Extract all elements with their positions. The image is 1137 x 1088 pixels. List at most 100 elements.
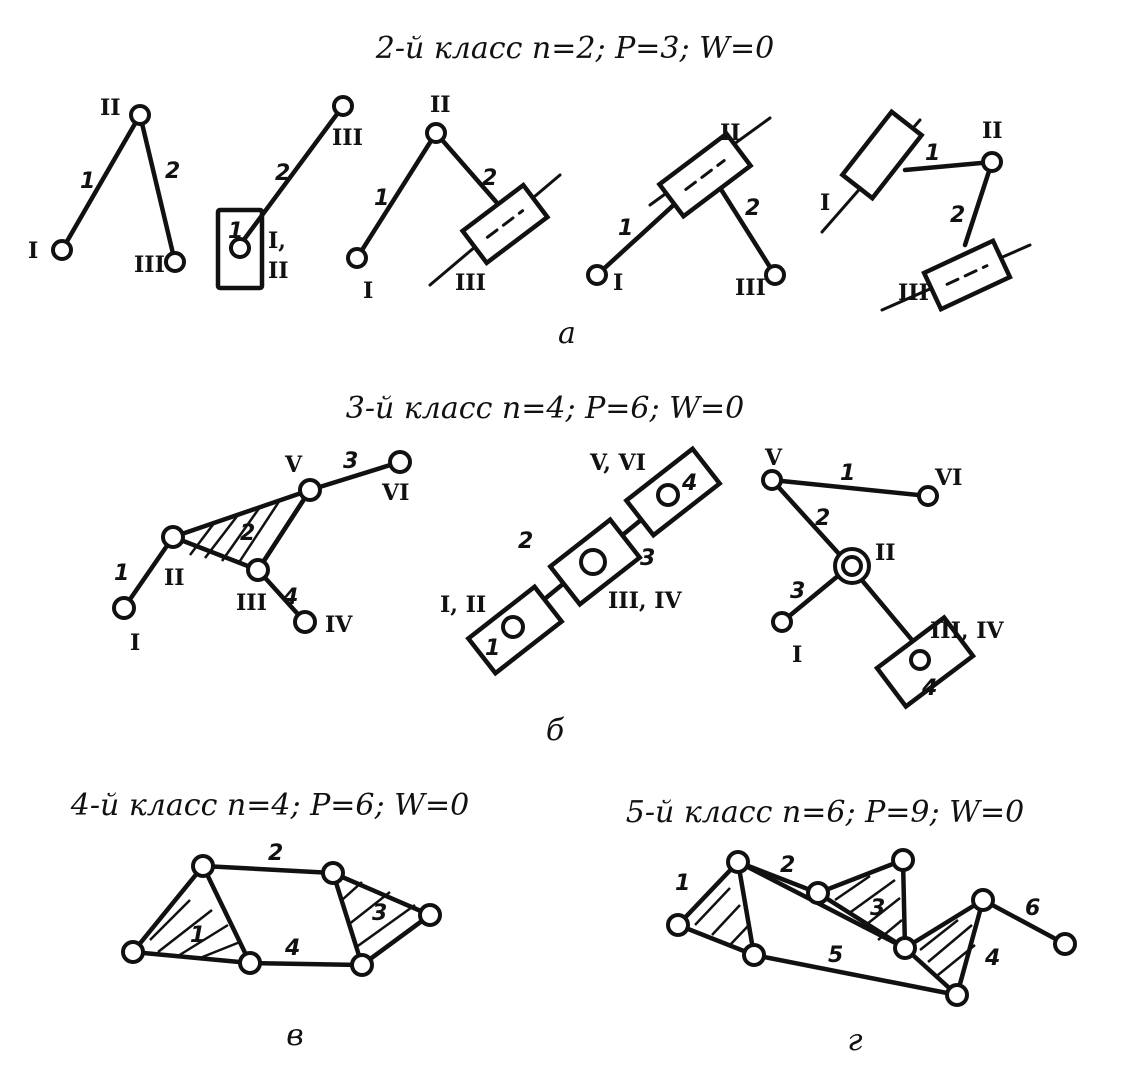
dyad-1: II 1 2 I III bbox=[28, 95, 186, 278]
joint-III bbox=[332, 95, 354, 117]
label-link-1: 1 bbox=[190, 923, 205, 948]
joint-III bbox=[764, 264, 786, 286]
joint-b bbox=[666, 913, 690, 937]
label-link-1: 1 bbox=[840, 461, 855, 486]
label-link-4: 4 bbox=[681, 471, 697, 496]
label-V: V bbox=[284, 452, 303, 478]
joint-c bbox=[238, 951, 262, 975]
label-link-1: 1 bbox=[374, 186, 389, 211]
joint-d bbox=[806, 881, 830, 905]
joint-f bbox=[893, 936, 917, 960]
joint-II bbox=[841, 555, 863, 577]
label-VI: VI bbox=[381, 480, 409, 506]
joint-II bbox=[981, 151, 1003, 173]
label-link-2: 2 bbox=[518, 529, 533, 554]
label-link-3: 3 bbox=[640, 546, 655, 571]
joint-III-IV bbox=[909, 649, 931, 671]
slider-axis bbox=[945, 264, 989, 286]
joint-I bbox=[346, 247, 368, 269]
label-link-1: 1 bbox=[618, 216, 633, 241]
label-link-3: 3 bbox=[372, 901, 387, 926]
joint-I bbox=[771, 611, 793, 633]
label-link-2: 2 bbox=[950, 203, 965, 228]
label-II: II bbox=[430, 92, 451, 118]
joint-IV bbox=[293, 610, 317, 634]
label-link-4: 4 bbox=[284, 936, 300, 961]
label-link-2: 2 bbox=[275, 161, 290, 186]
group-b: 3-й класс n=4; P=6; W=0 V 3 VI 2 bbox=[112, 391, 1004, 748]
joint-III bbox=[164, 251, 186, 273]
label-I: I bbox=[820, 190, 830, 216]
group-3-variant-1: V 3 VI 2 1 II III 4 IV I bbox=[112, 449, 412, 656]
triangle-link-1 bbox=[130, 863, 253, 966]
label-I: I bbox=[363, 278, 373, 304]
label-link-2: 2 bbox=[815, 506, 830, 531]
hatch-link-3 bbox=[341, 881, 416, 950]
label-III: III bbox=[134, 252, 165, 278]
joint-II bbox=[161, 525, 185, 549]
joint-V bbox=[298, 478, 322, 502]
slider-axis bbox=[485, 209, 525, 239]
label-III: III bbox=[332, 125, 363, 151]
label-link-1: 1 bbox=[925, 141, 940, 166]
group-3-variant-2: V, VI 4 2 3 III, IV I, II 1 bbox=[440, 445, 723, 677]
label-II: II bbox=[875, 540, 896, 566]
joint-VI bbox=[388, 450, 412, 474]
joint-II bbox=[425, 122, 447, 144]
caption-a: а bbox=[558, 316, 576, 351]
joint-III-IV bbox=[579, 548, 607, 576]
label-II: II bbox=[100, 95, 121, 121]
group-v: 4-й класс n=4; P=6; W=0 2 1 3 4 в bbox=[70, 788, 469, 1053]
label-III: III bbox=[455, 270, 486, 296]
label-I: I bbox=[613, 270, 623, 296]
joint-h bbox=[945, 983, 969, 1007]
hatch-link-3 bbox=[834, 874, 903, 941]
label-II: II bbox=[268, 258, 289, 284]
label-link-2: 2 bbox=[780, 853, 795, 878]
label-I: I bbox=[792, 642, 802, 668]
dyad-4: II 1 2 I III bbox=[586, 116, 786, 301]
link-1 bbox=[902, 159, 995, 173]
link-1 bbox=[769, 477, 931, 499]
link-3 bbox=[307, 459, 403, 493]
link-2 bbox=[769, 477, 853, 569]
label-link-4: 4 bbox=[282, 585, 298, 610]
joint-a bbox=[191, 854, 215, 878]
label-link-4: 4 bbox=[984, 946, 1000, 971]
joint-d bbox=[321, 861, 345, 885]
joint-I-II bbox=[501, 615, 525, 639]
joint-c bbox=[742, 943, 766, 967]
joint-I bbox=[112, 596, 136, 620]
label-link-1: 1 bbox=[228, 219, 243, 244]
joint-i bbox=[1053, 932, 1077, 956]
label-V: V bbox=[764, 445, 783, 471]
link-2 bbox=[714, 180, 778, 278]
dyad-3: II 1 2 I III bbox=[346, 92, 562, 304]
label-IV: IV bbox=[325, 612, 353, 638]
joint-I bbox=[51, 239, 73, 261]
label-I-II: I, II bbox=[440, 592, 486, 618]
title-class-3: 3-й класс n=4; P=6; W=0 bbox=[346, 391, 744, 426]
title-class-4: 4-й класс n=4; P=6; W=0 bbox=[70, 788, 469, 823]
link-6 bbox=[980, 897, 1068, 947]
link-1 bbox=[121, 534, 176, 611]
label-III-IV: III, IV bbox=[608, 588, 682, 614]
joint-g bbox=[971, 888, 995, 912]
link-2 bbox=[237, 103, 346, 248]
label-I: I, bbox=[268, 228, 286, 254]
slider-box-top bbox=[839, 108, 925, 202]
joint-V-VI bbox=[656, 483, 680, 507]
label-III: III bbox=[735, 275, 766, 301]
dyad-2: 2 III 1 I, II bbox=[215, 95, 363, 291]
caption-g: г bbox=[847, 1023, 862, 1058]
joint-II bbox=[129, 104, 151, 126]
triangle-link-1 bbox=[675, 859, 757, 958]
joint-VI bbox=[917, 485, 939, 507]
label-link-2: 2 bbox=[165, 159, 180, 184]
label-link-5: 5 bbox=[828, 943, 843, 968]
triangle-link-3 bbox=[330, 870, 433, 968]
link-1 bbox=[59, 112, 143, 253]
joint-III bbox=[246, 558, 270, 582]
link-1 bbox=[354, 130, 439, 261]
